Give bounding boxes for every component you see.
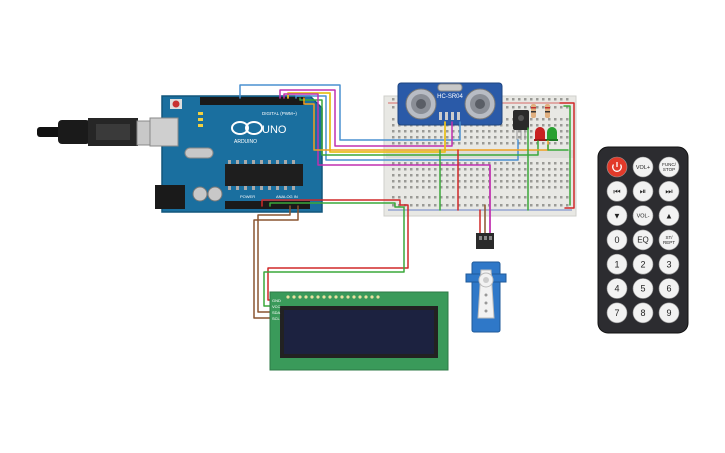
lcd-pin-label: SCL	[272, 316, 281, 321]
remote-button-label: VOL-	[637, 214, 650, 220]
remote-button[interactable]: ⏯	[632, 181, 654, 202]
remote-button[interactable]: 6	[658, 278, 680, 299]
remote-button[interactable]: VOL-	[632, 205, 654, 226]
remote-button[interactable]: ST/REPT	[658, 229, 680, 251]
lcd-pin-label: SDA	[272, 310, 281, 315]
remote-button-label: 8	[640, 308, 645, 318]
remote-button[interactable]: 3	[658, 253, 680, 275]
reset-button	[172, 100, 180, 108]
remote-button[interactable]: EQ	[632, 229, 654, 251]
servo-connector	[476, 233, 494, 249]
arduino-uno-board: UNO ARDUINO DIGITAL (PWM~) POWER ANALOG …	[149, 95, 323, 213]
remote-power-button[interactable]	[606, 156, 628, 178]
wire-magenta-1	[279, 89, 453, 147]
remote-button-label: 2	[640, 259, 645, 269]
led-green	[546, 127, 558, 141]
remote-button-label: 5	[640, 284, 645, 294]
lcd-pin-pads	[286, 295, 380, 299]
remote-button-label: 9	[666, 308, 671, 318]
ir-remote: VOL+ FUNC/STOP ⏮ ⏯ ⏭ ▼ VOL- ▲ 0 EQ ST/REPT 1 2 3 4 5 6 7 8…	[597, 146, 689, 334]
remote-button-label: FUNC/	[662, 162, 676, 167]
atmega-chip	[225, 164, 303, 186]
remote-button[interactable]: ▼	[606, 205, 628, 226]
remote-button-label: ⏯	[640, 187, 646, 196]
led-red	[534, 127, 546, 141]
wire-red-lcd	[261, 199, 409, 301]
arduino-logo-icon	[231, 121, 263, 135]
remote-button[interactable]: 1	[606, 253, 628, 275]
remote-button[interactable]: 5	[632, 278, 654, 299]
power-analog-header	[225, 201, 310, 209]
remote-button[interactable]: 2	[632, 253, 654, 275]
lcd-pin-label: GND	[272, 298, 281, 303]
digital-label: DIGITAL (PWM~)	[262, 111, 297, 116]
remote-button[interactable]: ▲	[658, 205, 680, 226]
remote-button-label: 0	[614, 235, 619, 245]
lcd-pin-label: VCC	[272, 304, 281, 309]
remote-button[interactable]: 7	[606, 302, 628, 324]
remote-button-label: ▲	[665, 211, 673, 220]
remote-button-label: 6	[666, 284, 671, 294]
servo-motor	[465, 233, 507, 333]
power-label: POWER	[240, 194, 255, 199]
remote-button[interactable]: ⏭	[658, 181, 680, 202]
wires	[239, 84, 575, 319]
remote-button[interactable]: VOL+	[632, 156, 654, 178]
remote-button-label: STOP	[663, 167, 675, 172]
wire-brown-sda	[257, 205, 291, 313]
remote-button[interactable]: 0	[606, 229, 628, 251]
remote-button-label: EQ	[637, 236, 649, 245]
remote-buttons: VOL+ FUNC/STOP ⏮ ⏯ ⏭ ▼ VOL- ▲ 0 EQ ST/REPT 1 2 3 4 5 6 7 8…	[606, 156, 680, 324]
wire-green-1	[299, 97, 539, 156]
digital-header	[200, 97, 305, 105]
wire-blue-2	[295, 95, 519, 161]
remote-button-label: 3	[666, 259, 671, 269]
crystal	[184, 147, 214, 159]
board-brand: ARDUINO	[234, 139, 257, 145]
remote-button-label: 4	[614, 284, 619, 294]
remote-button[interactable]: 4	[606, 278, 628, 299]
remote-button-label: ST/	[665, 235, 673, 240]
lcd-screen	[284, 310, 434, 354]
remote-button-label: ⏭	[665, 187, 672, 196]
remote-button[interactable]: 8	[632, 302, 654, 324]
remote-button-label: 7	[614, 308, 619, 318]
resistors	[531, 104, 550, 118]
remote-button-label: 1	[614, 259, 619, 269]
usb-jack	[149, 117, 179, 147]
remote-button-label: ▼	[613, 211, 621, 220]
remote-button-label: ⏮	[613, 187, 620, 196]
remote-button[interactable]: 9	[658, 302, 680, 324]
power-icon	[612, 162, 622, 172]
remote-button-label: VOL+	[636, 165, 650, 171]
board-model: UNO	[262, 124, 287, 136]
ir-receiver	[513, 110, 529, 140]
wire-blue-1	[239, 84, 461, 141]
analog-label: ANALOG IN	[276, 194, 298, 199]
power-jack	[155, 185, 185, 209]
wire-green-lcd	[263, 202, 405, 307]
ultrasonic-label: HC-SR04	[437, 94, 463, 100]
ultrasonic-sensor: HC-SR04	[397, 82, 503, 126]
remote-button[interactable]: ⏮	[606, 181, 628, 202]
remote-button[interactable]: FUNC/STOP	[658, 156, 680, 178]
remote-button-label: REPT	[663, 240, 675, 245]
wire-brown-scl	[253, 205, 299, 319]
